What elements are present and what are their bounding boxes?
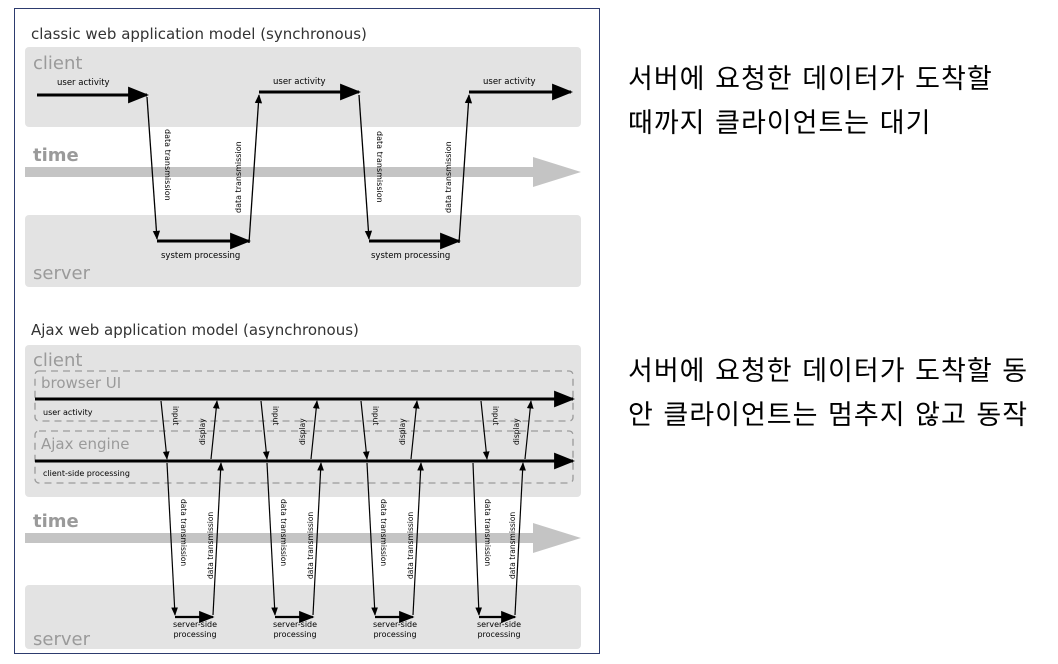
ajax-title: Ajax web application model (asynchronous… [31,321,359,339]
ajax-cycle-3: input display data transmission data tra… [360,400,424,639]
ajax-server-processing-label-3a: server-side [373,620,417,629]
ajax-display-arrow-2 [310,400,320,460]
ajax-transmission-up-3 [412,462,424,616]
classic-transmission-label-up-1: data transmission [234,141,243,213]
classic-transmission-up-2 [458,94,473,244]
ajax-server-processing-label-1a: server-side [173,620,217,629]
classic-system-processing-label-2: system processing [371,251,450,261]
sync-description: 서버에 요청한 데이터가 도착할 때까지 클라이언트는 대기 [628,64,993,139]
classic-time-bar [25,167,535,177]
ajax-server-label: server [33,629,91,650]
ajax-input-arrow-4 [480,400,490,460]
ajax-transmission-label-up-1: data transmission [206,512,215,579]
ajax-cycle-2: input display data transmission data tra… [260,400,324,639]
ajax-input-label-2: input [271,406,280,425]
classic-time-arrowhead [533,157,581,187]
ajax-server-processing-label-2b: processing [273,630,316,639]
classic-transmission-down-1 [146,96,161,240]
ajax-transmission-up-4 [514,462,526,616]
ajax-input-label-4: input [491,406,500,425]
classic-time-label: time [33,145,79,166]
classic-transmission-label-down-1: data transmission [163,129,172,201]
classic-transmission-up-1 [248,94,263,244]
ajax-display-label-1: display [198,418,207,445]
ajax-model-diagram: classic web application model (synchrono… [25,25,581,650]
ajax-transmission-down-3 [366,462,378,616]
diagram-frame: classic web application model (synchrono… [14,8,600,654]
ajax-time-bar [25,533,535,543]
classic-transmission-label-down-2: data transmission [375,131,384,203]
ajax-engine-label: Ajax engine [41,435,129,453]
ajax-server-processing-label-2a: server-side [273,620,317,629]
ajax-transmission-label-up-4: data transmission [508,512,517,579]
classic-server-label: server [33,263,91,284]
ajax-display-label-4: display [512,418,521,445]
ajax-server-processing-label-3b: processing [373,630,416,639]
ajax-client-label: client [33,350,82,371]
ajax-transmission-label-down-1: data transmission [179,499,188,566]
ajax-display-arrow-1 [210,400,220,460]
ajax-transmission-label-up-2: data transmission [306,512,315,579]
ajax-cycle-4: input display data transmission data tra… [472,400,534,639]
ajax-transmission-down-4 [472,462,483,616]
ajax-transmission-down-2 [266,462,278,616]
ajax-time-arrowhead [533,523,581,553]
ajax-cycle-1: input display data transmission data tra… [160,400,224,639]
classic-user-activity-label-3: user activity [483,77,536,87]
classic-title: classic web application model (synchrono… [31,25,367,43]
ajax-transmission-up-2 [312,462,324,616]
ajax-transmission-label-down-4: data transmission [483,499,492,566]
ajax-input-arrow-1 [160,400,170,460]
classic-user-activity-label-1: user activity [57,78,110,88]
ajax-transmission-label-up-3: data transmission [406,512,415,579]
ajax-client-processing-label: client-side processing [43,469,130,478]
ajax-transmission-label-down-2: data transmission [279,499,288,566]
ajax-input-label-3: input [371,406,380,425]
classic-transmission-down-2 [358,94,373,240]
ajax-input-arrow-3 [360,400,370,460]
classic-user-activity-label-2: user activity [273,77,326,87]
ajax-transmission-up-1 [212,462,224,616]
ajax-input-label-1: input [171,406,180,425]
ajax-display-label-3: display [398,418,407,445]
classic-system-processing-label-1: system processing [161,251,240,261]
ajax-display-arrow-3 [410,400,420,460]
ajax-user-activity-label: user activity [43,408,93,417]
async-description: 서버에 요청한 데이터가 도착할 동안 클라이언트는 멈추지 않고 동작 [628,356,1029,431]
ajax-server-processing-label-1b: processing [173,630,216,639]
ajax-server-processing-label-4b: processing [477,630,520,639]
ajax-input-arrow-2 [260,400,270,460]
browser-ui-label: browser UI [41,374,121,392]
classic-client-band [25,47,581,127]
classic-server-band [25,215,581,287]
ajax-transmission-down-1 [166,462,178,616]
ajax-transmission-label-down-3: data transmission [379,499,388,566]
classic-transmission-label-up-2: data transmission [444,141,453,213]
classic-client-label: client [33,53,82,74]
ajax-display-arrow-4 [524,400,534,460]
ajax-server-processing-label-4a: server-side [477,620,521,629]
ajax-display-label-2: display [298,418,307,445]
ajax-time-label: time [33,511,79,532]
